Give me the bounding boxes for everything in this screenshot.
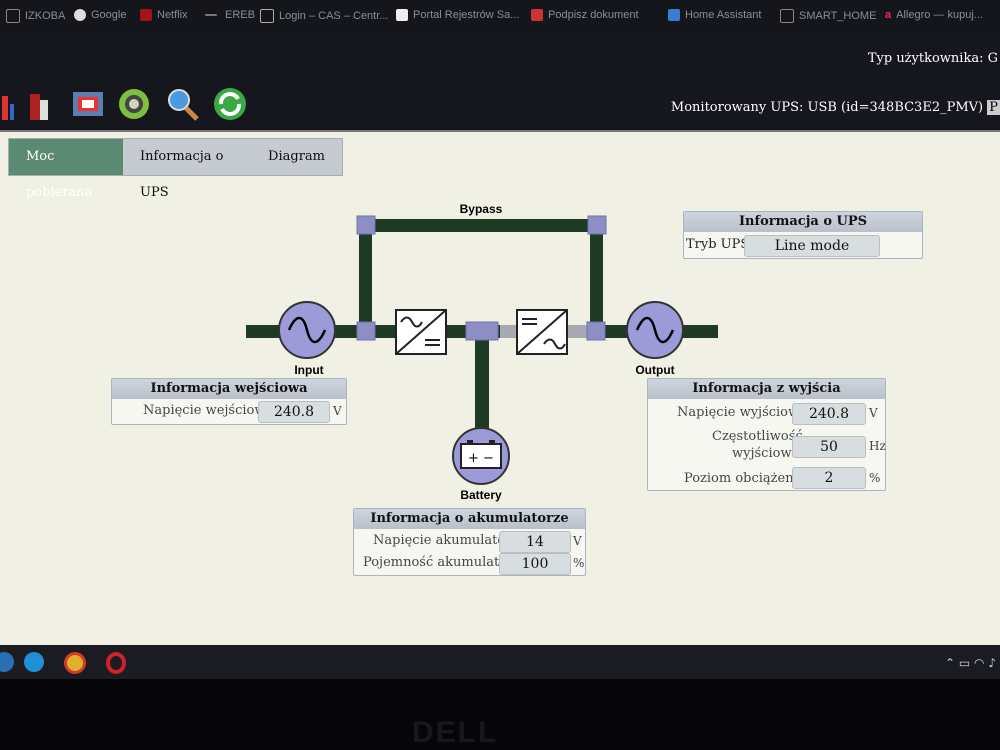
battery-capacity-unit: % bbox=[573, 556, 585, 570]
tools-icon[interactable] bbox=[26, 86, 62, 122]
input-info-title: Informacja wejściowa bbox=[112, 379, 346, 399]
ups-mode-label: Tryb UPS bbox=[686, 237, 750, 252]
battery-line bbox=[475, 332, 489, 434]
bypass-left-node bbox=[356, 215, 376, 235]
input-info-panel: Informacja wejściowa Napięcie wejściowe … bbox=[111, 378, 347, 425]
bypass-label: Bypass bbox=[460, 202, 503, 216]
bypass-top-line bbox=[359, 219, 603, 232]
grid-icon bbox=[260, 9, 274, 23]
bypass-left-line bbox=[359, 219, 372, 332]
battery-voltage-unit: V bbox=[573, 534, 582, 548]
bookmarks-bar: IZKOBA Google Netflix EREB Login – CAS –… bbox=[0, 0, 1000, 34]
battery-voltage-label: Napięcie akumulatora bbox=[373, 533, 520, 548]
main-content: Moc pobierana Informacja o UPS Diagram bbox=[0, 130, 1000, 647]
output-load-unit: % bbox=[869, 471, 881, 485]
battery-info-title: Informacja o akumulatorze bbox=[354, 509, 585, 529]
bookmark-portal[interactable]: Portal Rejestrów Sa... bbox=[396, 9, 519, 22]
bookmark-netflix[interactable]: Netflix bbox=[140, 9, 188, 22]
dash-icon bbox=[205, 14, 217, 17]
input-junction-node bbox=[356, 321, 376, 341]
ups-info-panel: Informacja o UPS Tryb UPS Line mode bbox=[683, 211, 923, 259]
bookmark-google[interactable]: Google bbox=[74, 9, 126, 22]
tab-power-consumption[interactable]: Moc pobierana bbox=[9, 139, 124, 200]
bypass-right-node bbox=[587, 215, 607, 235]
ups-info-title: Informacja o UPS bbox=[684, 212, 922, 232]
allegro-icon: a bbox=[885, 9, 892, 21]
ups-mode-value: Line mode bbox=[744, 235, 880, 257]
configuration-icon[interactable] bbox=[70, 86, 106, 122]
chrome-icon[interactable] bbox=[64, 652, 86, 674]
tab-bar: Moc pobierana Informacja o UPS Diagram bbox=[8, 138, 343, 200]
ups-flow-diagram: + − Bypass Input Output Battery bbox=[246, 202, 718, 502]
app-header: Typ użytkownika: G Monitorowany UPS: USB… bbox=[0, 34, 1000, 130]
folder-icon bbox=[780, 9, 794, 23]
home-assistant-icon bbox=[668, 9, 680, 22]
bookmark-home-assistant[interactable]: Home Assistant bbox=[668, 9, 761, 22]
dell-logo: DELL bbox=[412, 716, 499, 749]
output-load-label: Poziom obciążenia bbox=[684, 471, 806, 486]
gear-icon[interactable] bbox=[116, 86, 152, 122]
system-tray[interactable]: ⌃ ▭ ◠ ♪ bbox=[945, 656, 996, 670]
battery-tray-icon[interactable]: ▭ bbox=[958, 656, 971, 670]
search-icon[interactable] bbox=[164, 86, 200, 122]
input-voltage-unit: V bbox=[333, 404, 342, 418]
svg-text:+ −: + − bbox=[468, 451, 494, 466]
battery-voltage-value: 14 bbox=[499, 531, 571, 553]
battery-label: Battery bbox=[460, 488, 502, 502]
battery-icon: + − bbox=[452, 427, 510, 485]
output-label: Output bbox=[635, 363, 674, 377]
battery-capacity-value: 100 bbox=[499, 553, 571, 575]
monitor-bezel bbox=[0, 679, 1000, 750]
user-type-label: Typ użytkownika: G bbox=[867, 51, 998, 66]
battery-capacity-label: Pojemność akumulatora bbox=[363, 555, 522, 570]
output-voltage-unit: V bbox=[869, 406, 878, 420]
output-frequency-value: 50 bbox=[792, 436, 866, 458]
output-voltage-label: Napięcie wyjściowe bbox=[677, 405, 807, 420]
battery-junction-node bbox=[465, 321, 499, 341]
bookmark-izkoba[interactable]: IZKOBA bbox=[6, 9, 65, 23]
emblem-icon bbox=[531, 9, 543, 22]
opera-icon[interactable] bbox=[106, 652, 126, 674]
bookmark-podpisz[interactable]: Podpisz dokument bbox=[531, 9, 639, 22]
monitored-ups-label: Monitorowany UPS: USB (id=348BC3E2_PMV) … bbox=[670, 100, 1000, 115]
input-voltage-value: 240.8 bbox=[258, 401, 330, 423]
battery-info-panel: Informacja o akumulatorze Napięcie akumu… bbox=[353, 508, 586, 576]
tab-ups-info[interactable]: Informacja o UPS bbox=[140, 149, 224, 200]
start-icon[interactable] bbox=[0, 652, 14, 672]
volume-icon[interactable]: ♪ bbox=[988, 656, 996, 670]
google-icon bbox=[74, 9, 86, 22]
bookmark-blank[interactable] bbox=[205, 9, 222, 21]
input-voltage-label: Napięcie wejściowe bbox=[143, 403, 274, 418]
output-info-title: Informacja z wyjścia bbox=[648, 379, 885, 399]
input-ac-icon bbox=[278, 301, 336, 359]
bypass-right-line bbox=[590, 219, 603, 332]
output-load-value: 2 bbox=[792, 467, 866, 489]
output-ac-icon bbox=[626, 301, 684, 359]
chevron-up-icon[interactable]: ⌃ bbox=[944, 656, 956, 670]
folder-icon bbox=[6, 9, 20, 23]
edge-icon[interactable] bbox=[24, 652, 44, 672]
taskbar: ⌃ ▭ ◠ ♪ bbox=[0, 645, 1000, 679]
bookmark-smart-home[interactable]: SMART_HOME bbox=[780, 9, 876, 23]
output-frequency-unit: Hz bbox=[869, 439, 886, 453]
tab-diagram[interactable]: Diagram bbox=[268, 149, 325, 164]
rectifier-icon bbox=[395, 309, 447, 355]
output-info-panel: Informacja z wyjścia Napięcie wyjściowe … bbox=[647, 378, 886, 491]
bookmark-ereb[interactable]: EREB bbox=[225, 9, 255, 21]
output-voltage-value: 240.8 bbox=[792, 403, 866, 425]
inverter-icon bbox=[516, 309, 568, 355]
chart-icon[interactable] bbox=[0, 86, 36, 122]
output-junction-node bbox=[586, 321, 606, 341]
portal-icon bbox=[396, 9, 408, 22]
netflix-icon bbox=[140, 9, 152, 22]
output-frequency-label-2: wyjściowa bbox=[732, 446, 800, 461]
wifi-icon[interactable]: ◠ bbox=[974, 656, 985, 670]
output-frequency-label: Częstotliwość bbox=[712, 429, 803, 444]
refresh-icon[interactable] bbox=[212, 86, 248, 122]
bookmark-cas[interactable]: Login – CAS – Centr... bbox=[260, 9, 388, 23]
input-label: Input bbox=[294, 363, 323, 377]
